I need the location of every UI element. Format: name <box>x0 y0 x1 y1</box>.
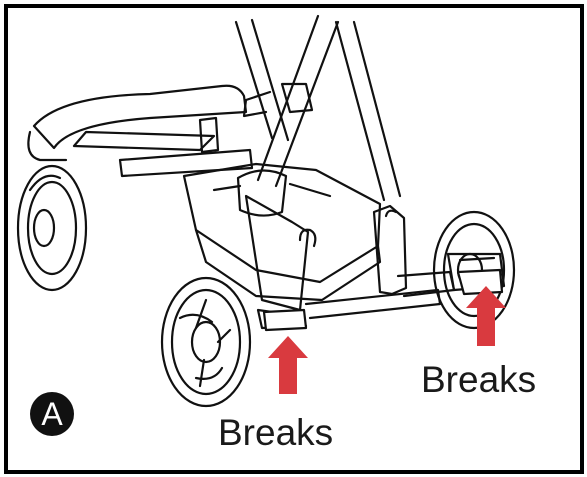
figure-frame <box>4 4 584 474</box>
brake-label-right: Breaks <box>421 359 537 400</box>
rear-left-wheel <box>16 164 88 292</box>
right-leg <box>372 204 456 298</box>
brake-label-left: Breaks <box>218 412 334 453</box>
front-left-wheel <box>160 276 252 408</box>
left-leg <box>244 194 442 330</box>
step-badge: A <box>30 392 74 436</box>
rear-base-frame <box>27 84 254 178</box>
upright-frame <box>234 14 402 202</box>
brake-arrow-icon <box>268 286 506 394</box>
brake-pedals <box>262 268 504 332</box>
front-right-wheel <box>432 210 516 330</box>
